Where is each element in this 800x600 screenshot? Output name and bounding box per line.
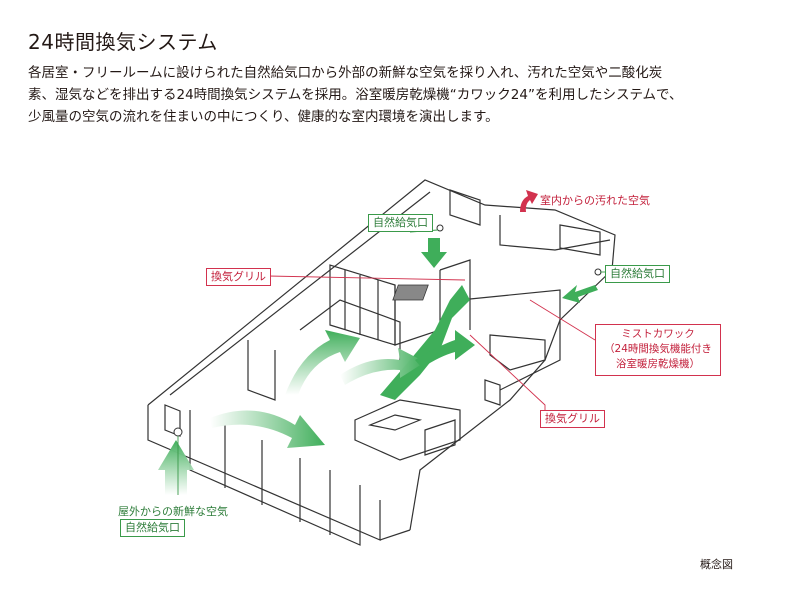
- grille-label-bottom: 換気グリル: [540, 410, 605, 428]
- intake-label-right: 自然給気口: [605, 265, 670, 283]
- room-right: [499, 215, 611, 251]
- airflow-arrow-room-2: [340, 348, 425, 385]
- intake-label-bottom: 自然給気口: [120, 519, 185, 537]
- outer-wall-left: [147, 405, 381, 541]
- exhaust-air-label: 室内からの汚れた空気: [540, 194, 650, 207]
- description-line-1: 各居室・フリールームに設けられた自然給気口から外部の新鮮な空気を採り入れ、汚れた…: [28, 65, 663, 81]
- description-line-2: 素、湿気などを排出する24時間換気システムを採用。浴室暖房乾燥機“カワック24”…: [28, 87, 683, 103]
- kitchen-counter: [354, 399, 461, 461]
- airflow-arrow-hall: [415, 330, 475, 368]
- leader-grille-left: [267, 275, 466, 281]
- outdoor-air-label: 屋外からの新鮮な空気: [118, 505, 228, 518]
- airflow-arrow-intake-top: [421, 238, 447, 268]
- description-line-3: 少風量の空気の流れを住まいの中につくり、健康的な室内環境を演出します。: [28, 109, 499, 125]
- bath-room: [459, 289, 561, 391]
- mist-kawack-line-3: 浴室暖房乾燥機）: [616, 358, 700, 370]
- closet-lines: [344, 270, 379, 340]
- airflow-arrow-intake-bottom: [158, 440, 194, 495]
- leader-grille-bottom: [469, 334, 546, 412]
- airflow-arrows: [158, 238, 598, 495]
- description: 各居室・フリールームに設けられた自然給気口から外部の新鮮な空気を採り入れ、汚れた…: [28, 62, 788, 128]
- mist-kawack-unit: [392, 284, 429, 301]
- corridor-wall: [439, 259, 471, 330]
- interior-wall-2: [299, 299, 401, 360]
- concept-caption: 概念図: [700, 558, 733, 571]
- leader-mist: [529, 299, 596, 341]
- mist-kawack-line-1: ミストカワック: [621, 328, 695, 340]
- building-walls: [147, 179, 616, 546]
- balcony-rail: [189, 410, 361, 546]
- outer-wall-right: [409, 269, 613, 531]
- bathtub: [489, 334, 546, 371]
- airflow-arrow-room-1: [285, 330, 360, 395]
- wall-segment-1: [379, 529, 411, 541]
- stove: [424, 419, 456, 456]
- kitchen-sink: [367, 414, 423, 431]
- interior-wall-1: [247, 340, 276, 401]
- mist-kawack-label: ミストカワック （24時間換気機能付き 浴室暖房乾燥機）: [595, 324, 721, 376]
- closet-block-2: [394, 270, 441, 346]
- window-right: [559, 224, 601, 256]
- window-top: [449, 189, 481, 226]
- airflow-arrow-living: [210, 410, 325, 448]
- mist-kawack-line-2: （24時間換気機能付き: [604, 343, 712, 355]
- exhaust-arrow: [520, 190, 538, 212]
- intake-vent-top: [436, 224, 444, 232]
- intake-label-top: 自然給気口: [368, 214, 433, 232]
- page-title: 24時間換気システム: [28, 30, 218, 54]
- balcony-panels: [224, 425, 331, 535]
- grille-label-left: 換気グリル: [206, 268, 271, 286]
- closet-block: [329, 264, 396, 346]
- toilet: [484, 379, 501, 406]
- airflow-arrow-intake-right: [562, 285, 598, 303]
- intake-vent-bottom: [173, 427, 183, 437]
